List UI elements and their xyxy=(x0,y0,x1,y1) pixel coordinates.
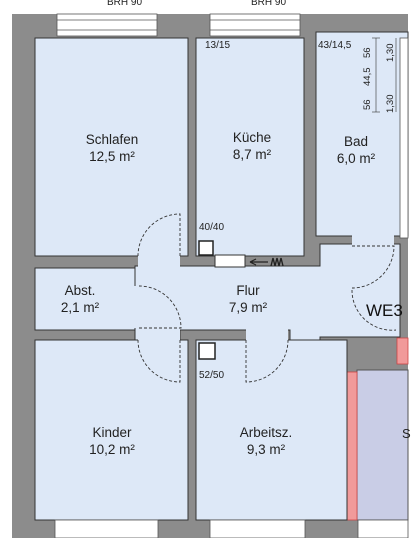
room-name: Arbeitsz. xyxy=(239,425,293,440)
opening-schlafen xyxy=(138,254,180,268)
room-label-schlafen: Schlafen 12,5 m² xyxy=(62,132,162,166)
room-name: Küche xyxy=(232,130,272,145)
room-abst xyxy=(34,267,136,331)
opening-abst xyxy=(125,286,139,328)
room-kinder xyxy=(34,339,189,521)
room-label-flur: Flur 7,9 m² xyxy=(208,283,288,317)
dim-shaft-kitchen-top: 13/15 xyxy=(205,40,231,51)
window-label-left: BRH 90 xyxy=(107,0,143,8)
zigzag-icon xyxy=(270,257,284,267)
room-area: 12,5 m² xyxy=(89,148,135,164)
dim-shaft-kitchen-bottom: 40/40 xyxy=(199,222,225,233)
windows-top xyxy=(56,13,301,37)
room-name: Abst. xyxy=(64,283,96,298)
room-schlafen xyxy=(34,37,189,257)
window-bad xyxy=(399,37,409,239)
bath-dim-lines xyxy=(372,37,397,113)
shaft-office xyxy=(198,342,216,360)
window-label-right: BRH 90 xyxy=(251,0,287,8)
neighbor-area xyxy=(356,369,409,521)
dim-bath-window-1: 56 xyxy=(362,47,373,58)
room-label-kinder: Kinder 10,2 m² xyxy=(62,425,162,459)
red-wall-vertical xyxy=(346,371,358,521)
unit-label: WE3 xyxy=(366,301,403,320)
windows-bottom xyxy=(54,519,409,538)
room-kueche xyxy=(195,37,305,257)
dim-shaft-bath: 43/14,5 xyxy=(318,40,352,51)
kitchen-counter xyxy=(214,254,246,268)
opening-kinder xyxy=(138,328,180,342)
room-label-kueche: Küche 8,7 m² xyxy=(202,130,302,164)
room-area: 2,1 m² xyxy=(60,299,100,315)
dim-bath-window-5: 1,30 xyxy=(385,94,396,114)
room-name: Flur xyxy=(236,283,260,298)
shaft-kitchen xyxy=(198,240,214,256)
dim-shaft-office: 52/50 xyxy=(199,370,225,381)
room-name: Bad xyxy=(343,134,369,149)
dim-bath-window-4: 56 xyxy=(362,99,373,110)
room-name: Kinder xyxy=(92,425,132,440)
edge-letter: S xyxy=(402,426,411,441)
room-area: 6,0 m² xyxy=(336,150,376,166)
room-area: 9,3 m² xyxy=(246,441,286,457)
opening-bad xyxy=(352,234,394,248)
arrow-icon xyxy=(249,258,268,266)
room-name: Schlafen xyxy=(85,132,139,147)
room-area: 8,7 m² xyxy=(232,146,272,162)
room-label-bad: Bad 6,0 m² xyxy=(316,134,396,168)
room-label-abst: Abst. 2,1 m² xyxy=(40,283,120,317)
opening-arbeitsz xyxy=(246,328,288,342)
room-area: 7,9 m² xyxy=(228,299,268,315)
room-label-arbeitsz: Arbeitsz. 9,3 m² xyxy=(216,425,316,459)
dim-bath-window-3: 44,5 xyxy=(362,67,373,87)
dim-bath-window-2: 1,30 xyxy=(385,43,396,63)
red-wall-small xyxy=(396,337,409,365)
room-area: 10,2 m² xyxy=(89,441,135,457)
door-swings xyxy=(137,213,397,383)
